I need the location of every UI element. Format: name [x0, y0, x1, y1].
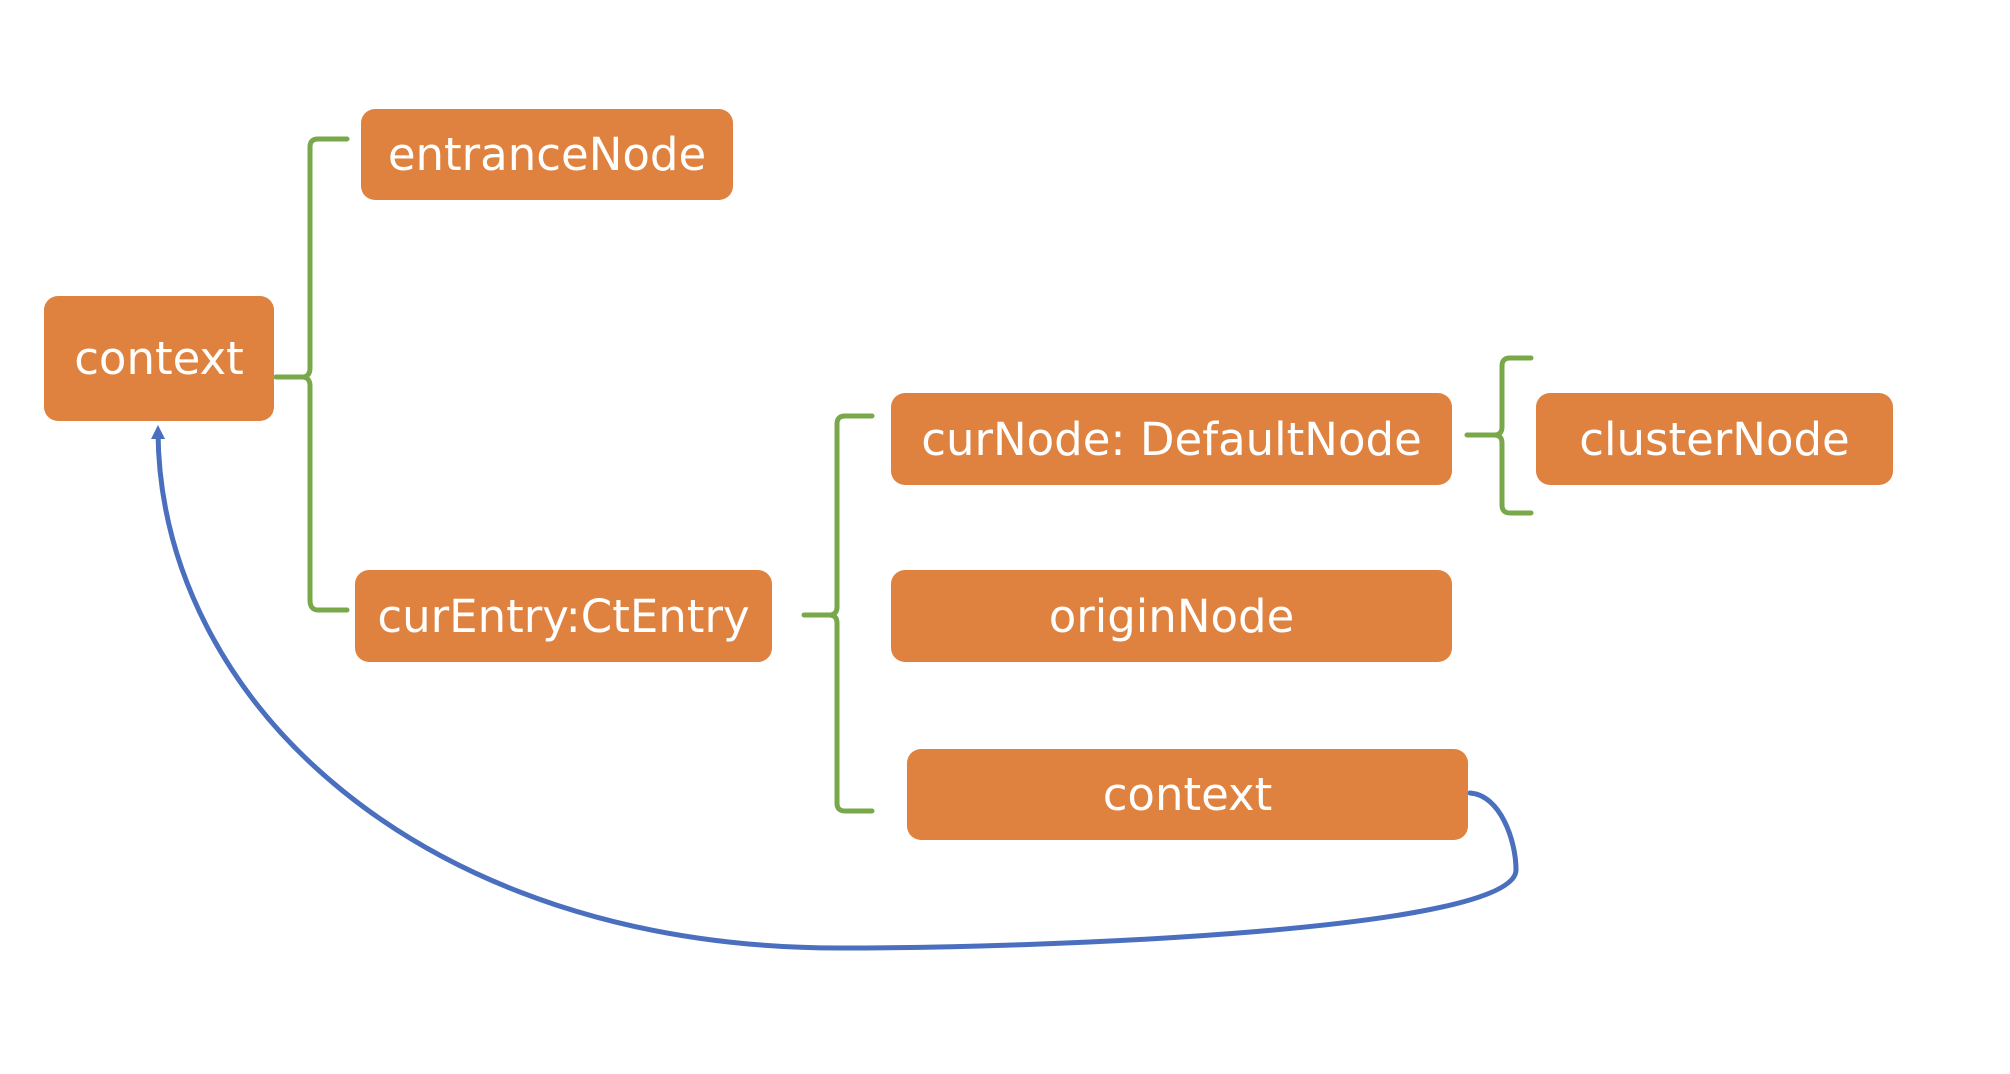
node-cur-node-label: curNode: DefaultNode	[921, 412, 1422, 466]
node-cur-entry: curEntry:CtEntry	[355, 570, 772, 662]
node-cur-entry-label: curEntry:CtEntry	[377, 589, 750, 643]
node-cluster-node: clusterNode	[1536, 393, 1893, 485]
node-context-child-label: context	[1102, 768, 1273, 821]
bracket-cur-node	[1464, 355, 1534, 516]
reference-arrow-context	[151, 425, 1519, 951]
node-cur-node: curNode: DefaultNode	[891, 393, 1452, 485]
node-context-root-label: context	[74, 332, 244, 385]
node-cluster-node-label: clusterNode	[1579, 412, 1850, 466]
node-origin-node-label: originNode	[1048, 589, 1295, 643]
node-context-root: context	[44, 296, 274, 421]
bracket-cur-entry	[801, 413, 875, 814]
bracket-context-root	[273, 136, 350, 613]
node-context-child: context	[907, 749, 1468, 840]
node-origin-node: originNode	[891, 570, 1452, 662]
node-entrance-node-label: entranceNode	[387, 128, 707, 181]
node-entrance-node: entranceNode	[361, 109, 733, 200]
